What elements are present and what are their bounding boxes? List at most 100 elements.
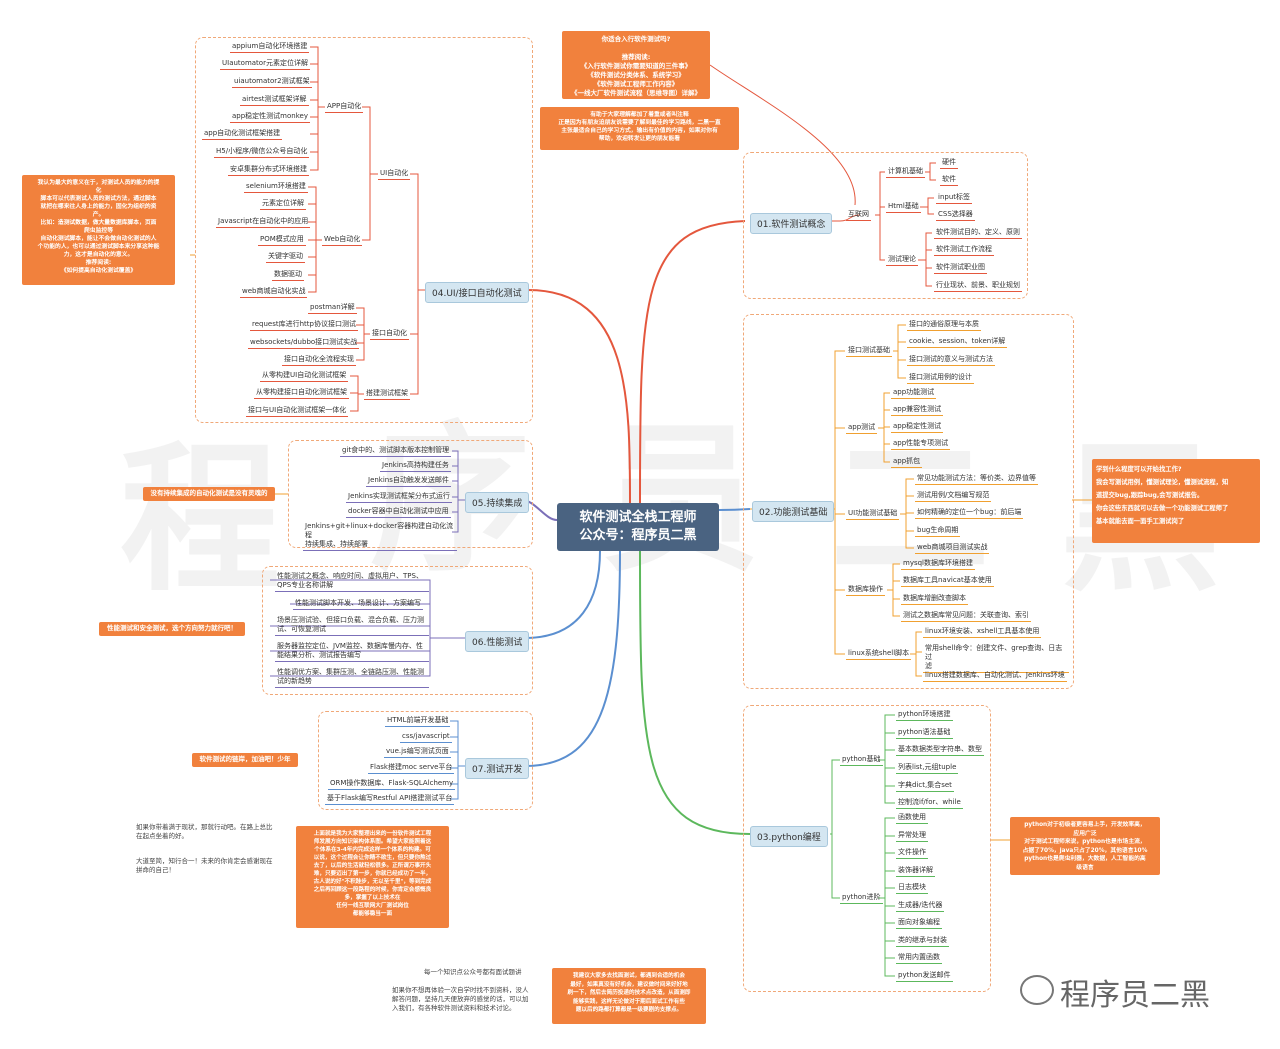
node-py-v1[interactable]: 函数使用 — [896, 813, 928, 824]
node-ci-6[interactable]: Jenkins+git+linux+docker容器构建自动化流程 持续集成、持… — [303, 522, 457, 551]
node-py-v6[interactable]: 生成器/迭代器 — [896, 901, 945, 912]
node-perf-5[interactable]: 性能调优方案、集群压测、全链路压测、性能测 试的新趋势 — [275, 668, 429, 688]
branch-03[interactable]: 03.python编程 — [750, 826, 828, 847]
node-internet[interactable]: 互联网 — [846, 210, 871, 221]
branch-04[interactable]: 04.UI/接口自动化测试 — [425, 282, 529, 303]
node-b4-a5[interactable]: app稳定性测试monkey — [230, 112, 310, 123]
branch-05[interactable]: 05.持续集成 — [465, 492, 530, 513]
branch-01[interactable]: 01.软件测试概念 — [750, 213, 833, 234]
node-app-3[interactable]: app稳定性测试 — [891, 422, 944, 433]
node-b4-f3[interactable]: 接口与UI自动化测试框架一体化 — [246, 406, 349, 417]
node-py-b2[interactable]: python语法基础 — [896, 728, 953, 739]
node-c1[interactable]: 软件测试目的、定义、原则 — [934, 228, 1022, 239]
node-ci-1[interactable]: git食中的、测试脚本版本控制管理 — [340, 446, 452, 457]
node-ci-4[interactable]: Jenkins实现测试框架分布式运行 — [346, 492, 452, 503]
node-db-3[interactable]: 数据库增删改查脚本 — [901, 594, 968, 605]
node-py-b6[interactable]: 控制流if/for、while — [896, 798, 963, 809]
node-b4-w3[interactable]: Javascript在自动化中的应用 — [216, 217, 311, 228]
node-hardware[interactable]: 硬件 — [940, 158, 958, 169]
node-app-4[interactable]: app性能专项测试 — [891, 439, 951, 450]
node-perf-1[interactable]: 性能测试之概念、响应时间、虚拟用户、TPS、 QPS专业名称讲解 — [275, 572, 429, 592]
node-linux[interactable]: linux系统shell脚本 — [846, 649, 912, 660]
node-b4-a3[interactable]: uiautomator2测试框架 — [232, 77, 312, 88]
node-py-v7[interactable]: 面向对象编程 — [896, 918, 942, 929]
node-test-theory[interactable]: 测试理论 — [886, 255, 918, 266]
node-ui-4[interactable]: bug生命周期 — [915, 526, 961, 537]
node-b4-a6[interactable]: app自动化测试框架搭建 — [202, 129, 283, 140]
node-api-3[interactable]: 接口测试的意义与测试方法 — [907, 355, 995, 366]
node-b4-w5[interactable]: 关键字驱动 — [266, 252, 305, 263]
node-ui-2[interactable]: 测试用例/文档编写规范 — [915, 491, 992, 502]
node-dev-6[interactable]: 基于Flask编写Restful API搭建测试平台 — [325, 794, 455, 805]
node-linux-1[interactable]: linux环境安装、xshell工具基本使用 — [923, 627, 1042, 638]
node-c3[interactable]: 软件测试职业图 — [934, 263, 987, 274]
node-py-v3[interactable]: 文件操作 — [896, 848, 928, 859]
node-py-v2[interactable]: 异常处理 — [896, 831, 928, 842]
node-c4[interactable]: 行业现状、前景、职业规划 — [934, 281, 1022, 292]
node-b4-f1[interactable]: 从零构建UI自动化测试框架 — [260, 371, 349, 382]
branch-02[interactable]: 02.功能测试基础 — [752, 501, 835, 522]
node-b4-f2[interactable]: 从零构建接口自动化测试框架 — [254, 388, 349, 399]
branch-06[interactable]: 06.性能测试 — [465, 631, 530, 652]
node-input-tag[interactable]: input标签 — [936, 193, 973, 204]
node-b4-w7[interactable]: web商城自动化实战 — [240, 287, 308, 298]
node-app-test[interactable]: app测试 — [846, 423, 878, 434]
node-db-1[interactable]: mysql数据库环境搭建 — [901, 559, 975, 570]
node-ui-3[interactable]: 如何精确的定位一个bug：前后端 — [915, 508, 1024, 519]
node-b4-w2[interactable]: 元素定位详解 — [260, 199, 306, 210]
node-b4-a4[interactable]: airtest测试框架详解 — [240, 95, 309, 106]
node-perf-4[interactable]: 服务器监控定位、JVM监控、数据库慢内存、性 能结果分析、测试报告编写 — [275, 642, 429, 662]
node-app-1[interactable]: app功能测试 — [891, 388, 937, 399]
node-api-1[interactable]: 接口的通俗原理与本质 — [907, 320, 981, 331]
node-py-b3[interactable]: 基本数据类型字符串、数型 — [896, 745, 984, 756]
node-b4-i4[interactable]: 接口自动化全流程实现 — [282, 355, 356, 366]
node-db-4[interactable]: 测试之数据库常见问题：关联查询、索引 — [901, 611, 1031, 622]
node-html-basics[interactable]: Html基础 — [886, 202, 921, 213]
node-ui-basics[interactable]: UI功能测试基础 — [846, 509, 900, 520]
node-py-b1[interactable]: python环境搭建 — [896, 710, 953, 721]
node-b4-a8[interactable]: 安卓集群分布式环境搭建 — [228, 165, 309, 176]
node-app-5[interactable]: app抓包 — [891, 457, 923, 468]
node-css-selector[interactable]: CSS选择器 — [936, 210, 975, 221]
node-b4-w1[interactable]: selenium环境搭建 — [244, 182, 308, 193]
node-test-framework[interactable]: 搭建测试框架 — [364, 389, 410, 400]
node-ui-1[interactable]: 常见功能测试方法：等价类、边界值等 — [915, 474, 1038, 485]
node-py-v9[interactable]: 常用内置函数 — [896, 953, 942, 964]
node-ui-5[interactable]: web商城项目测试实战 — [915, 543, 990, 554]
node-dev-4[interactable]: Flask搭建moc serve平台 — [368, 763, 455, 774]
node-db[interactable]: 数据库操作 — [846, 585, 885, 596]
node-b4-w4[interactable]: POM模式应用 — [258, 235, 306, 246]
node-dev-1[interactable]: HTML前端开发基础 — [385, 716, 451, 727]
node-dev-2[interactable]: css/javascript — [400, 732, 452, 743]
node-linux-3[interactable]: linux搭建数据库、自动化测试、Jenkins环境 — [923, 671, 1067, 682]
node-b4-i1[interactable]: postman详解 — [308, 303, 357, 314]
node-perf-3[interactable]: 场景压测试验、但接口负载、混合负载、压力测 试、可恢复测试 — [275, 616, 429, 636]
node-app-2[interactable]: app兼容性测试 — [891, 405, 944, 416]
node-py-v8[interactable]: 类的继承与封装 — [896, 936, 949, 947]
node-api-4[interactable]: 接口测试用例的设计 — [907, 373, 974, 384]
node-db-2[interactable]: 数据库工具navicat基本使用 — [901, 576, 994, 587]
node-app-automation[interactable]: APP自动化 — [325, 102, 364, 113]
node-python-basics[interactable]: python基础 — [840, 755, 883, 766]
central-topic[interactable]: 软件测试全栈工程师 公众号：程序员二黑 — [557, 503, 719, 551]
node-api-basics[interactable]: 接口测试基础 — [846, 346, 892, 357]
node-api-2[interactable]: cookie、session、token详解 — [907, 337, 1008, 348]
node-b4-i3[interactable]: websockets/dubbo接口测试实战 — [248, 338, 360, 349]
node-ci-5[interactable]: docker容器中自动化测试中应用 — [346, 507, 451, 518]
node-ci-2[interactable]: Jenkins高持构建任务 — [380, 461, 451, 472]
node-py-b4[interactable]: 列表list,元组tuple — [896, 763, 959, 774]
node-computer-basics[interactable]: 计算机基础 — [886, 167, 925, 178]
node-b4-a2[interactable]: UIautomator元素定位详解 — [220, 59, 310, 70]
node-b4-i2[interactable]: request库进行http协议接口测试 — [250, 320, 358, 331]
node-c2[interactable]: 软件测试工作流程 — [934, 245, 994, 256]
node-perf-2[interactable]: 性能测试脚本开发、场景设计、方案编写 — [293, 599, 423, 610]
node-ci-3[interactable]: Jenkins自动触发发送邮件 — [366, 476, 451, 487]
node-b4-a7[interactable]: H5/小程序/微信公众号自动化 — [214, 147, 310, 158]
node-b4-w6[interactable]: 数据驱动 — [272, 270, 304, 281]
node-dev-3[interactable]: vue.js编写测试页面 — [384, 747, 451, 758]
node-py-v5[interactable]: 日志模块 — [896, 883, 928, 894]
node-dev-5[interactable]: ORM操作数据库、Flask-SQLAlchemy — [328, 779, 456, 790]
node-python-adv[interactable]: python进阶 — [840, 893, 883, 904]
node-py-v4[interactable]: 装饰器详解 — [896, 866, 935, 877]
node-py-v10[interactable]: python发送邮件 — [896, 971, 953, 982]
